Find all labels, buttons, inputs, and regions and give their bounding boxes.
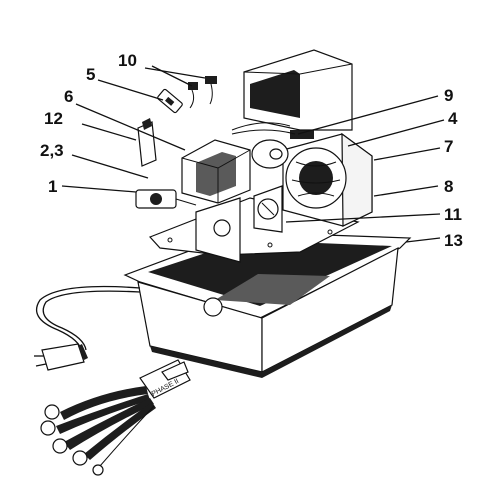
gauge-bracket bbox=[253, 185, 283, 233]
callout-12: 12 bbox=[44, 109, 63, 128]
switch bbox=[135, 189, 197, 209]
callout-7: 7 bbox=[444, 137, 453, 156]
callout-1: 1 bbox=[48, 177, 57, 196]
callout-6: 6 bbox=[64, 87, 73, 106]
clamp bbox=[137, 118, 157, 167]
base-tray bbox=[123, 231, 412, 378]
callout-5: 5 bbox=[86, 65, 95, 84]
callout-4: 4 bbox=[448, 109, 458, 128]
wires bbox=[231, 122, 296, 135]
callout-2-3: 2,3 bbox=[40, 141, 64, 160]
power-cord bbox=[34, 285, 141, 371]
cover-box bbox=[243, 49, 353, 131]
callout-10: 10 bbox=[118, 51, 137, 70]
callout-11: 11 bbox=[444, 205, 462, 224]
callout-9: 9 bbox=[444, 86, 453, 105]
motor-pulley bbox=[251, 139, 289, 169]
transformer bbox=[181, 139, 251, 204]
left-bracket bbox=[195, 197, 241, 263]
fan-assembly bbox=[282, 130, 373, 227]
callout-13: 13 bbox=[444, 231, 463, 250]
handpiece-bundle bbox=[40, 359, 191, 476]
leader-lines bbox=[61, 65, 445, 243]
callout-8: 8 bbox=[444, 177, 453, 196]
fuse bbox=[157, 88, 183, 114]
connectors bbox=[188, 76, 217, 109]
